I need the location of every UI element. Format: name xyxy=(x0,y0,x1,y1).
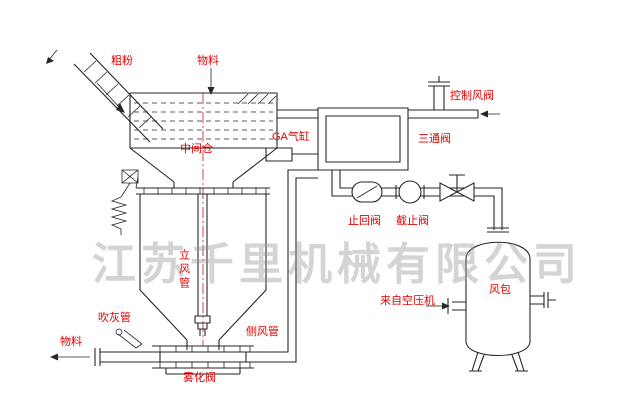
label-air-receiver: 风包 xyxy=(489,284,511,296)
label-three-way-valve: 三通阀 xyxy=(418,133,451,145)
pressure-vessel xyxy=(139,194,267,350)
atomizing-valve-assembly xyxy=(50,345,254,375)
ash-blowing-pipe xyxy=(115,328,143,349)
globe-valve-symbol xyxy=(398,180,422,204)
intermediate-bin xyxy=(129,92,278,188)
ga-cylinder xyxy=(265,147,318,162)
side-air-pipe xyxy=(254,169,318,363)
vessel-top-flange xyxy=(136,187,270,195)
spring-level-indicator xyxy=(110,169,139,235)
label-ga-cylinder: GA气缸 xyxy=(272,131,310,143)
air-receiver-tank xyxy=(426,241,556,372)
label-globe-valve: 截止阀 xyxy=(396,215,429,227)
coarse-powder-chute xyxy=(46,49,164,143)
valve-run xyxy=(331,170,509,233)
label-check-valve: 止回阀 xyxy=(348,215,381,227)
label-from-air-compressor: 来自空压机 xyxy=(380,295,435,307)
label-ash-blowing-pipe: 吹灰管 xyxy=(98,312,131,324)
label-atomizing-valve: 雾化阀 xyxy=(183,372,216,384)
three-way-valve-loop xyxy=(277,107,409,171)
label-control-air-valve: 控制风阀 xyxy=(450,90,494,102)
label-material-in: 物料 xyxy=(197,55,219,67)
control-air-valve xyxy=(408,76,500,119)
label-vertical-air-pipe: 立风管 xyxy=(177,249,190,291)
label-side-air-pipe: 侧风管 xyxy=(246,326,279,338)
vertical-air-pipe xyxy=(194,194,211,336)
label-coarse-powder: 粗粉 xyxy=(111,55,133,67)
label-material-out: 物料 xyxy=(60,336,82,348)
material-inlet-arrow xyxy=(207,68,215,95)
label-intermediate-bin: 中间仓 xyxy=(180,143,213,155)
